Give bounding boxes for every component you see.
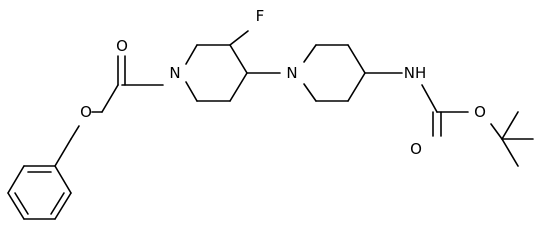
bond — [490, 123, 503, 140]
fluoropiperidine-ring — [185, 30, 281, 102]
boc-carbamate — [364, 72, 534, 167]
boc-carbonyl-oxygen-label: O — [410, 140, 422, 158]
pip2-nitrogen-label: N — [286, 64, 297, 82]
boc-ester-oxygen-label: O — [474, 103, 486, 121]
bond — [70, 125, 80, 140]
cbz-ester-oxygen-label: O — [80, 103, 92, 121]
bond — [229, 72, 248, 102]
bond — [303, 44, 317, 63]
bond — [229, 44, 248, 74]
aromatic-double-bond — [14, 192, 29, 215]
bond — [229, 30, 249, 46]
cbz-carbonyl-oxygen-label: O — [116, 37, 128, 55]
piperidine-ring — [303, 44, 366, 102]
bond — [501, 111, 519, 140]
fluorine-label: F — [256, 7, 265, 25]
carbamate-nh-label: NH — [404, 64, 427, 82]
bond — [54, 138, 72, 167]
molecule-structure: F N N NH O O O O — [7, 7, 534, 220]
bond — [185, 81, 198, 102]
bond — [347, 72, 366, 102]
bond — [54, 192, 72, 220]
cbz-linker — [54, 55, 164, 167]
aromatic-double-bond — [50, 192, 65, 215]
bond — [421, 84, 438, 113]
bond — [347, 44, 366, 74]
bond — [303, 83, 317, 102]
bond — [7, 165, 25, 194]
bond — [7, 192, 25, 220]
bond — [501, 138, 519, 167]
bond — [54, 165, 72, 194]
benzene-ring — [7, 165, 72, 220]
bond — [185, 44, 198, 65]
bond — [101, 84, 119, 113]
pip1-nitrogen-label: N — [169, 64, 180, 82]
